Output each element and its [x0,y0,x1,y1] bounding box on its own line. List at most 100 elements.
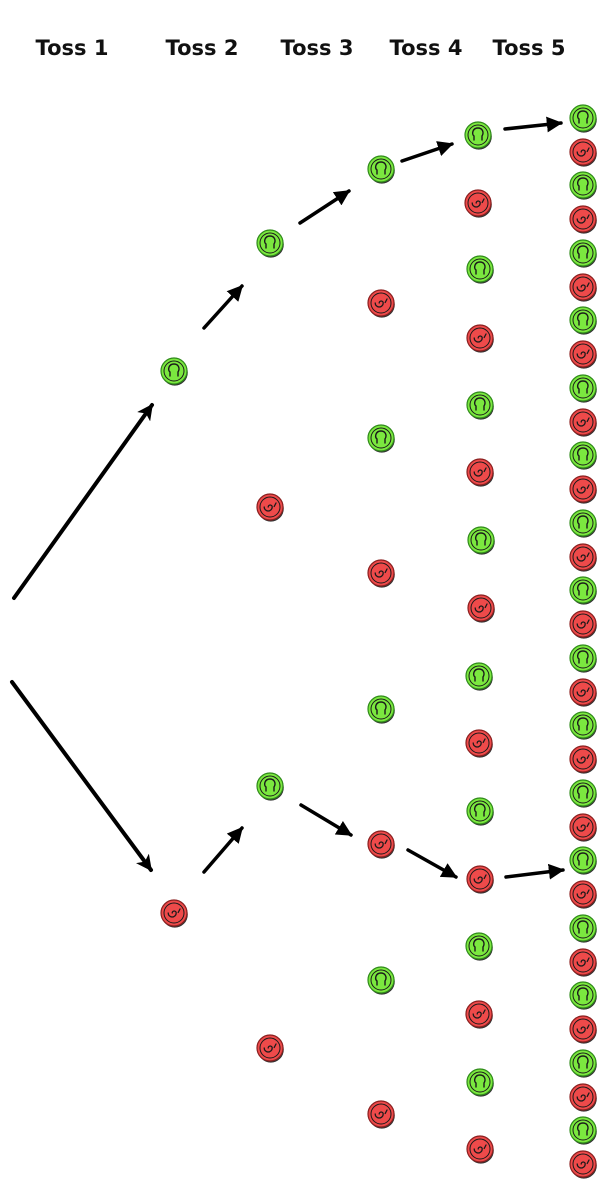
arrow-t1-to-h2 [202,826,244,874]
spiral-tail-icon [263,1043,277,1053]
spiral-tail-icon [576,417,590,427]
coin-toss5-25-heads [569,914,597,943]
head-profile-icon [375,161,387,175]
head-profile-icon [577,987,589,1001]
coin-toss5-32-tails [569,1150,597,1179]
coin-toss5-23-heads [569,846,597,875]
coin-toss3-2-tails [367,289,395,318]
coin-toss5-10-tails [569,408,597,437]
head-profile-icon [577,380,589,394]
header-toss-3: Toss 3 [280,36,354,60]
coin-toss2-1-heads [256,229,284,258]
coin-toss5-8-tails [569,340,597,369]
coin-toss2-2-tails [256,493,284,522]
coin-toss4-12-tails [466,865,494,894]
spiral-tail-icon [472,738,486,748]
head-profile-icon [577,515,589,529]
header-toss-4: Toss 4 [389,36,463,60]
arrow-h4-to-h5 [503,116,563,133]
coin-toss5-22-tails [569,813,597,842]
spiral-tail-icon [374,568,388,578]
spiral-tail-icon [576,484,590,494]
coin-toss5-1-heads [569,104,597,133]
coin-toss1-2-tails [160,899,188,928]
coin-toss4-2-tails [464,189,492,218]
coin-toss4-8-tails [467,594,495,623]
head-profile-icon [375,972,387,986]
coin-toss5-27-heads [569,981,597,1010]
head-profile-icon [264,235,276,249]
coin-toss5-17-heads [569,644,597,673]
head-profile-icon [168,363,180,377]
arrow-t4-to-h5 [504,863,565,880]
spiral-tail-icon [576,552,590,562]
coin-toss4-11-heads [466,797,494,826]
head-profile-icon [577,1122,589,1136]
coin-toss5-5-heads [569,239,597,268]
spiral-tail-icon [576,147,590,157]
head-profile-icon [577,717,589,731]
coin-toss5-20-tails [569,745,597,774]
coin-toss4-6-tails [466,458,494,487]
coin-toss4-9-heads [465,662,493,691]
coin-toss5-15-heads [569,576,597,605]
coin-toss5-30-tails [569,1083,597,1112]
arrow-start-to-heads [12,403,154,600]
coin-toss5-19-heads [569,711,597,740]
head-profile-icon [577,582,589,596]
head-profile-icon [375,701,387,715]
coin-toss5-31-heads [569,1116,597,1145]
coin-toss3-6-tails [367,830,395,859]
coin-toss3-3-heads [367,424,395,453]
head-profile-icon [472,127,484,141]
coin-toss5-12-tails [569,475,597,504]
coin-toss5-11-heads [569,441,597,470]
coin-toss1-1-heads [160,357,188,386]
coin-toss3-8-tails [367,1100,395,1129]
spiral-tail-icon [473,333,487,343]
coin-toss4-13-heads [465,932,493,961]
coin-toss5-29-heads [569,1049,597,1078]
spiral-tail-icon [374,298,388,308]
coin-toss4-5-heads [466,391,494,420]
arrows-layer [10,116,565,880]
spiral-tail-icon [473,874,487,884]
head-profile-icon [577,447,589,461]
spiral-tail-icon [576,957,590,967]
coin-toss5-24-tails [569,880,597,909]
spiral-tail-icon [576,1024,590,1034]
coin-toss4-16-tails [466,1135,494,1164]
coins-layer [160,104,597,1179]
head-profile-icon [474,261,486,275]
spiral-tail-icon [576,1159,590,1169]
coin-toss5-18-tails [569,678,597,707]
head-profile-icon [264,778,276,792]
coin-toss3-1-heads [367,155,395,184]
coin-toss5-21-heads [569,779,597,808]
head-profile-icon [474,803,486,817]
coin-toss5-16-tails [569,610,597,639]
arrow-h2-to-h3 [298,189,351,225]
head-profile-icon [577,177,589,191]
spiral-tail-icon [576,619,590,629]
head-profile-icon [577,785,589,799]
head-profile-icon [577,650,589,664]
spiral-tail-icon [471,198,485,208]
spiral-tail-icon [472,1009,486,1019]
coin-toss5-6-tails [569,273,597,302]
coin-toss5-7-heads [569,306,597,335]
coin-toss4-14-tails [465,1000,493,1029]
spiral-tail-icon [473,467,487,477]
coin-toss3-7-heads [367,966,395,995]
arrow-h3-to-h4 [400,141,454,163]
coin-toss3-4-tails [367,559,395,588]
spiral-tail-icon [576,349,590,359]
coin-toss5-28-tails [569,1015,597,1044]
head-profile-icon [474,397,486,411]
arrow-start-to-tails [10,680,153,872]
coin-toss5-13-heads [569,509,597,538]
spiral-tail-icon [473,1144,487,1154]
head-profile-icon [577,110,589,124]
